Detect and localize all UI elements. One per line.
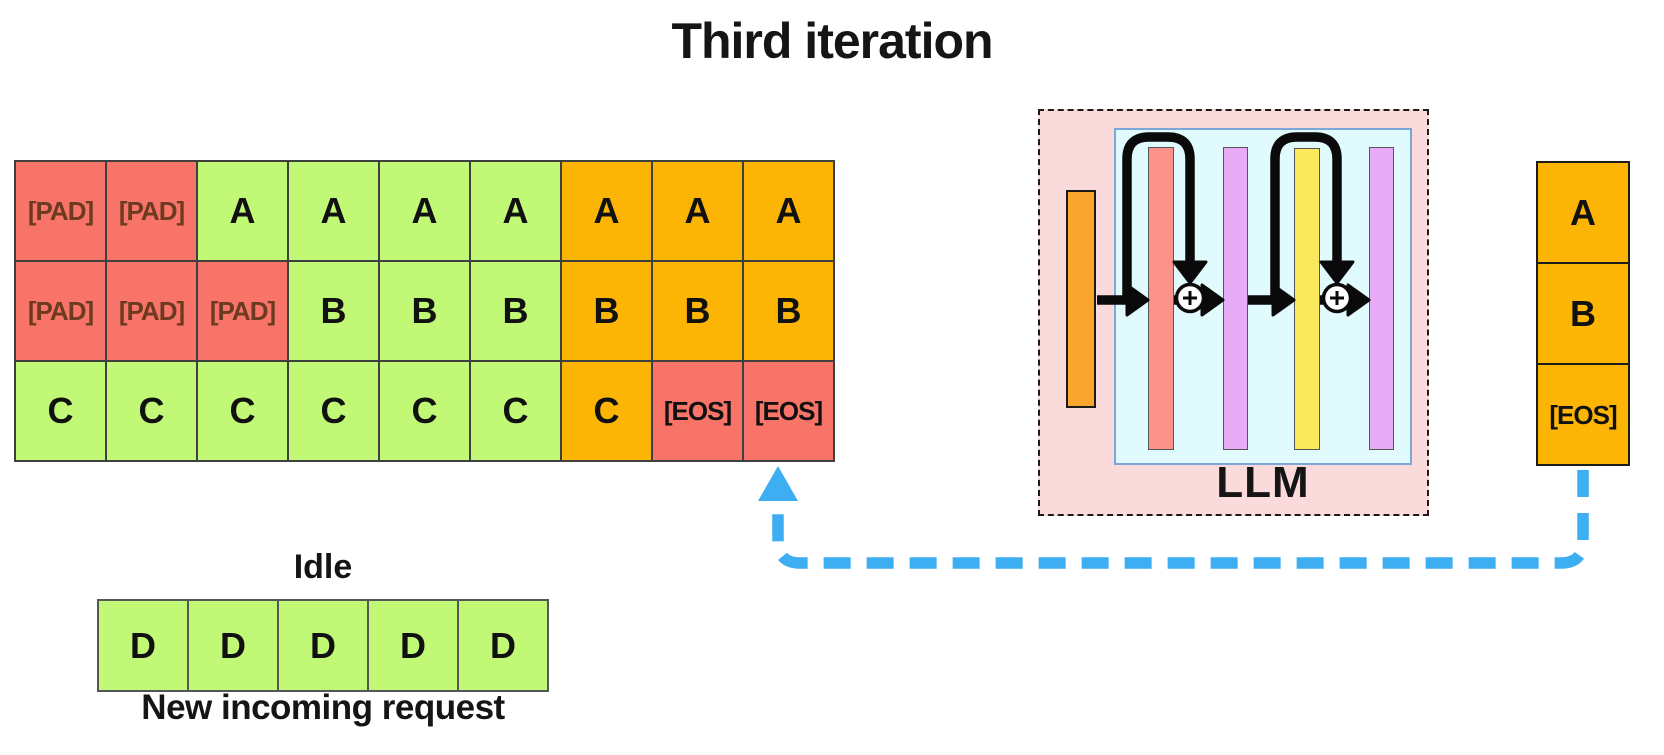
attention-layer-bar	[1148, 147, 1174, 450]
token-cell: B	[380, 262, 469, 360]
new-incoming-request-label: New incoming request	[141, 688, 505, 727]
token-cell: D	[279, 601, 367, 690]
token-cell: [PAD]	[16, 162, 105, 260]
feedback-arrowhead	[758, 466, 798, 501]
token-cell: [PAD]	[107, 262, 196, 360]
token-cell: A	[744, 162, 833, 260]
token-cell: B	[1538, 264, 1628, 363]
token-cell: A	[562, 162, 651, 260]
token-cell-eos: [EOS]	[744, 362, 833, 460]
llm-label: LLM	[1216, 458, 1310, 507]
token-cell-eos: [EOS]	[1538, 365, 1628, 464]
mlp-layer-bar	[1223, 147, 1248, 450]
batch-token-grid: [PAD] [PAD] A A A A A A A [PAD] [PAD] [P…	[14, 160, 835, 462]
token-cell: A	[653, 162, 742, 260]
token-cell: A	[289, 162, 378, 260]
token-cell: A	[380, 162, 469, 260]
token-cell: B	[289, 262, 378, 360]
token-cell: B	[653, 262, 742, 360]
token-cell: [PAD]	[107, 162, 196, 260]
token-cell: B	[744, 262, 833, 360]
token-cell-eos: [EOS]	[653, 362, 742, 460]
mlp-layer-bar-2	[1369, 147, 1394, 450]
token-cell: C	[380, 362, 469, 460]
token-cell: C	[198, 362, 287, 460]
token-cell: C	[107, 362, 196, 460]
token-cell: A	[471, 162, 560, 260]
token-cell: A	[1538, 163, 1628, 262]
token-cell: D	[99, 601, 187, 690]
attention-layer-bar-2	[1294, 148, 1320, 450]
token-cell: C	[289, 362, 378, 460]
token-cell: C	[562, 362, 651, 460]
token-cell: B	[471, 262, 560, 360]
input-embedding-bar	[1066, 190, 1096, 408]
token-cell: C	[471, 362, 560, 460]
token-cell: D	[459, 601, 547, 690]
token-cell: [PAD]	[198, 262, 287, 360]
token-cell: [PAD]	[16, 262, 105, 360]
token-cell: B	[562, 262, 651, 360]
token-cell: D	[189, 601, 277, 690]
page-title: Third iteration	[671, 13, 993, 69]
token-cell: C	[16, 362, 105, 460]
new-request-row: D D D D D	[97, 599, 549, 692]
idle-label: Idle	[293, 548, 353, 586]
output-token-column: A B [EOS]	[1536, 161, 1630, 466]
token-cell: D	[369, 601, 457, 690]
token-cell: A	[198, 162, 287, 260]
